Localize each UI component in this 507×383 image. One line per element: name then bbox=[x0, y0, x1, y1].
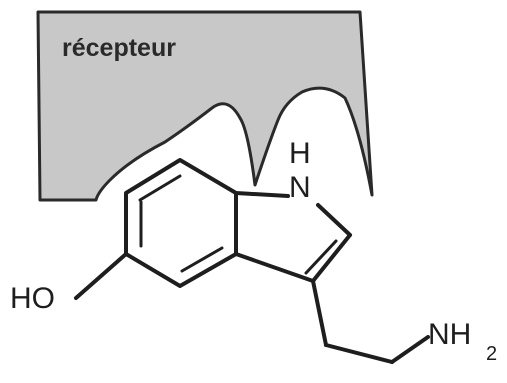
bond-n1-c2 bbox=[316, 203, 352, 237]
bond-c2-c3-double bbox=[304, 239, 338, 275]
atom-nh-label: NH bbox=[428, 318, 471, 351]
bond-c7a-n1 bbox=[234, 191, 290, 198]
bond-c3-ch2 bbox=[311, 279, 328, 347]
atom-n-label: N bbox=[289, 171, 311, 204]
bond-ch2-ch2 bbox=[324, 343, 394, 364]
ethylamine-chain bbox=[311, 279, 430, 364]
atom-ho-label: HO bbox=[10, 282, 55, 315]
receptor-label: récepteur bbox=[62, 34, 176, 62]
bond-c2-c3 bbox=[311, 233, 352, 283]
bond-c5-oh bbox=[74, 252, 128, 300]
benzene-double-bond-bottom-right bbox=[180, 246, 224, 273]
bond-c3-c3a bbox=[234, 252, 315, 283]
atom-h-label: H bbox=[289, 137, 311, 170]
pyrrole-ring bbox=[234, 191, 352, 283]
atom-nh-subscript: 2 bbox=[486, 343, 497, 365]
benzene-ring bbox=[124, 158, 238, 288]
benzene-double-bond-top-left bbox=[138, 174, 182, 202]
bond-ch2-nh2 bbox=[390, 335, 430, 364]
receptor-shape bbox=[36, 10, 374, 202]
